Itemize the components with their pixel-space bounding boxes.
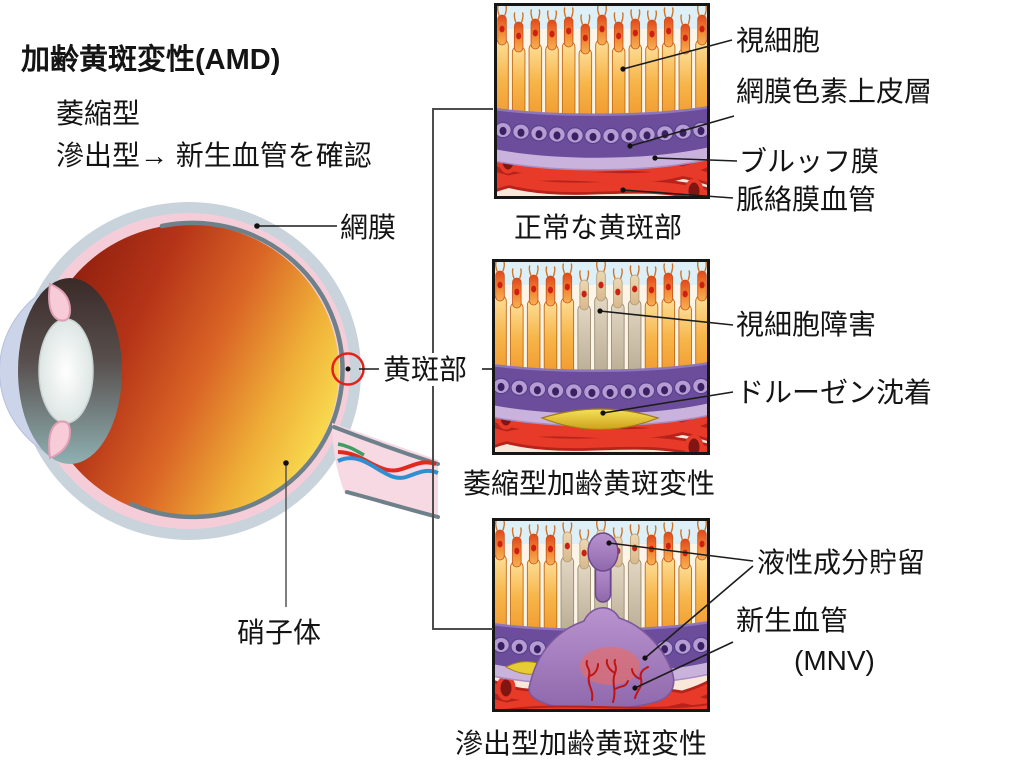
leader-lines [257,39,754,689]
panel-atrophic-amd-illustration [492,259,710,455]
optic-nerve [332,423,440,519]
label-choroidal-vessels: 脈絡膜血管 [736,184,877,215]
retina-line [128,220,345,520]
label-photoreceptor-damage: 視細胞障害 [736,309,877,340]
label-mnv-abbreviation: (MNV) [794,645,875,676]
label-rpe-layer: 網膜色素上皮層 [736,76,933,107]
panel-normal-macula-illustration [494,3,710,199]
panel-exudative-amd-illustration [492,518,710,712]
note-exudative-type: 滲出型→ 新生血管を確認 [56,140,372,171]
page-title: 加齢黄斑変性(AMD) [21,44,281,76]
label-neovascularization: 新生血管 [736,605,849,636]
caption-atrophic-amd: 萎縮型加齢黄斑変性 [463,468,716,499]
cornea-lens-assembly [0,278,122,464]
note-atrophic-type: 萎縮型 [56,98,141,129]
label-fluid-accumulation: 液性成分貯留 [757,547,926,578]
lens [38,318,94,424]
eye-interior [39,224,339,518]
caption-normal-macula: 正常な黄斑部 [514,212,683,243]
label-retina: 網膜 [340,212,397,243]
caption-exudative-amd: 滲出型加齢黄斑変性 [455,728,708,759]
leader-dots [254,66,658,691]
label-photoreceptor: 視細胞 [736,25,821,56]
label-bruch-membrane: ブルッフ膜 [739,146,880,177]
eye-cross-section-illustration [0,202,440,540]
label-drusen-deposit: ドルーゼン沈着 [736,377,933,408]
label-vitreous: 硝子体 [237,617,322,648]
label-macula: 黄斑部 [379,353,472,386]
